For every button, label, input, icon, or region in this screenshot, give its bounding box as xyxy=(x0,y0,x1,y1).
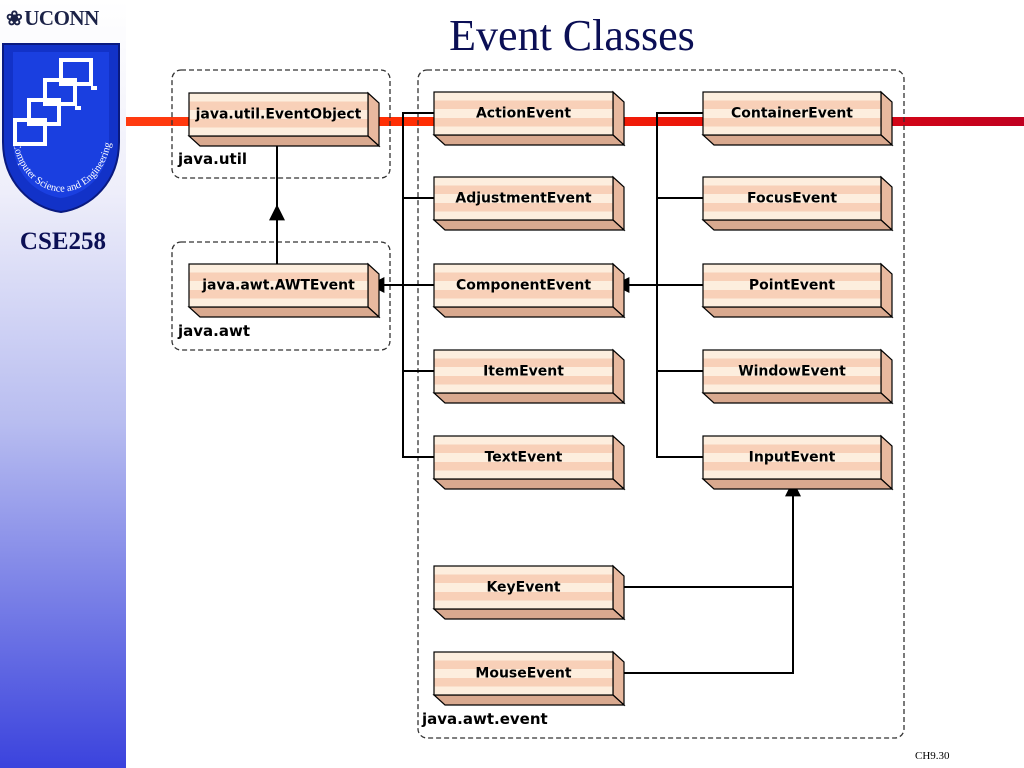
class-label: java.util.EventObject xyxy=(195,107,362,123)
class-box-mouseevent: MouseEvent xyxy=(432,650,626,707)
page-number: CH9.30 xyxy=(915,750,950,762)
class-box-focusevent: FocusEvent xyxy=(701,175,894,232)
class-label: PointEvent xyxy=(749,278,835,294)
class-box-containerevent: ContainerEvent xyxy=(701,90,894,147)
class-label: FocusEvent xyxy=(747,191,837,207)
class-box-inputevent: InputEvent xyxy=(701,434,894,491)
class-box-awtevent: java.awt.AWTEvent xyxy=(187,262,381,319)
package-label: java.awt xyxy=(177,322,250,340)
package-java-util: java.util xyxy=(171,69,391,179)
class-box-componentevent: ComponentEvent xyxy=(432,262,626,319)
class-box-adjustmentevent: AdjustmentEvent xyxy=(432,175,626,232)
course-code: CSE258 xyxy=(19,228,107,255)
class-label: MouseEvent xyxy=(475,666,571,682)
class-box-keyevent: KeyEvent xyxy=(432,564,626,621)
class-box-eventobject: java.util.EventObject xyxy=(187,91,381,148)
package-java-awt: java.awt xyxy=(171,241,391,351)
computer-network-icon xyxy=(13,58,97,146)
edge-mouseevent-to-inputevent xyxy=(624,492,794,674)
class-label: WindowEvent xyxy=(738,364,846,380)
class-box-windowevent: WindowEvent xyxy=(701,348,894,405)
class-label: AdjustmentEvent xyxy=(455,191,592,207)
class-label: TextEvent xyxy=(485,450,563,466)
class-box-itemevent: ItemEvent xyxy=(432,348,626,405)
class-label: ItemEvent xyxy=(483,364,564,380)
class-box-pointevent: PointEvent xyxy=(701,262,894,319)
slide-title: Event Classes xyxy=(449,11,695,60)
class-label: java.awt.AWTEvent xyxy=(201,278,355,294)
oak-leaf-icon: ❀ xyxy=(6,8,23,30)
package-label: java.util xyxy=(177,150,247,168)
class-box-actionevent: ActionEvent xyxy=(432,90,626,147)
class-label: InputEvent xyxy=(749,450,836,466)
class-label: ContainerEvent xyxy=(731,106,853,122)
class-label: ActionEvent xyxy=(476,106,571,122)
package-java-awt-event: java.awt.event xyxy=(417,69,905,739)
class-box-textevent: TextEvent xyxy=(432,434,626,491)
inheritance-lines xyxy=(269,112,801,674)
class-label: ComponentEvent xyxy=(456,278,591,294)
cse-seal: Computer Science and Engineering xyxy=(2,43,120,214)
package-label: java.awt.event xyxy=(421,710,548,728)
uconn-logo-text: UCONN xyxy=(24,6,99,30)
uconn-logo: ❀UCONN xyxy=(6,6,99,31)
class-label: KeyEvent xyxy=(486,580,560,596)
